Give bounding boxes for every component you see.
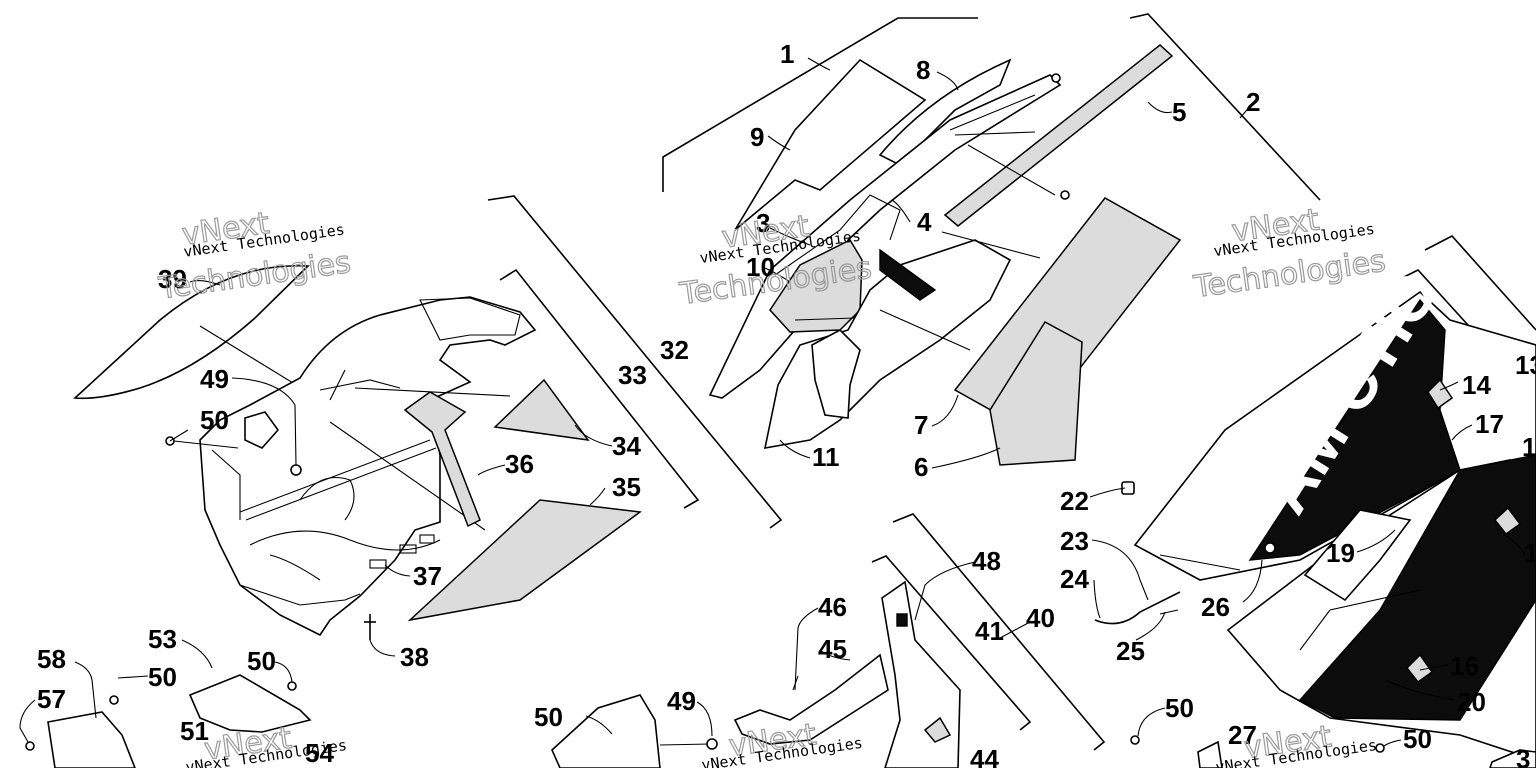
foam-block-6 — [989, 321, 1083, 466]
label-14: 14 — [1462, 370, 1491, 400]
label-3: 3 — [756, 208, 770, 238]
label-6: 6 — [914, 452, 928, 482]
label-39: 39 — [158, 264, 187, 294]
headlight-10 — [769, 239, 863, 333]
label-7: 7 — [914, 410, 928, 440]
label-2: 2 — [1246, 87, 1260, 117]
watermark-right: vNext vNext Technologies Technologies — [1190, 202, 1388, 306]
label-50-b: 50 — [148, 662, 177, 692]
label-49: 49 — [200, 364, 229, 394]
label-4: 4 — [917, 207, 932, 237]
label-54: 54 — [305, 738, 334, 768]
console-housing-37 — [199, 296, 537, 637]
label-27: 27 — [1228, 720, 1257, 750]
label-50-c: 50 — [247, 646, 276, 676]
label-8: 8 — [916, 55, 930, 85]
side-panel-13: AM CTIC — [1133, 261, 1536, 581]
side-panel-20 — [1226, 454, 1536, 761]
label-13: 13 — [1515, 350, 1536, 380]
clip-14 — [1427, 378, 1454, 410]
label-33: 33 — [618, 360, 647, 390]
label-5: 5 — [1172, 97, 1186, 127]
label-50-e: 50 — [1165, 693, 1194, 723]
watermark-left: vNext vNext Technologies Technologies — [155, 205, 353, 307]
label-49-bottom: 49 — [667, 686, 696, 716]
label-38: 38 — [400, 642, 429, 672]
label-1: 1 — [780, 39, 794, 69]
label-20: 20 — [1457, 687, 1486, 717]
label-40: 40 — [1026, 603, 1055, 633]
label-32: 32 — [660, 335, 689, 365]
label-51: 51 — [180, 716, 209, 746]
label-48: 48 — [972, 546, 1001, 576]
hood-decal-8 — [878, 58, 1012, 166]
label-16: 16 — [1450, 651, 1479, 681]
cable-23-24-25 — [1094, 542, 1276, 625]
label-58: 58 — [37, 644, 66, 674]
decal-19 — [1303, 509, 1412, 602]
fasteners-bottom-right — [1130, 735, 1536, 768]
pin-38 — [364, 614, 376, 640]
bracket-53 — [188, 674, 312, 733]
group-brackets — [487, 13, 1536, 751]
label-10: 10 — [746, 252, 775, 282]
label-53: 53 — [148, 624, 177, 654]
foam-pad-35 — [407, 499, 642, 622]
label-34: 34 — [612, 431, 641, 461]
label-36: 36 — [505, 449, 534, 479]
label-46: 46 — [818, 592, 847, 622]
foam-pad-34 — [493, 378, 590, 441]
label-41: 41 — [975, 616, 1004, 646]
label-50-f: 50 — [1403, 724, 1432, 754]
label-24: 24 — [1060, 564, 1089, 594]
label-35: 35 — [612, 472, 641, 502]
label-57: 57 — [37, 684, 66, 714]
label-19: 19 — [1326, 538, 1355, 568]
windshield-39 — [73, 264, 310, 400]
label-25: 25 — [1116, 636, 1145, 666]
label-22: 22 — [1060, 486, 1089, 516]
clip-right — [1493, 506, 1522, 536]
panel-44 — [881, 580, 961, 768]
clip-16 — [1405, 653, 1434, 684]
leader-lines — [19, 57, 1526, 747]
hood-vent-4 — [869, 194, 1041, 351]
hood-decal-9 — [734, 58, 927, 231]
panel-58 — [25, 695, 136, 768]
label-37: 37 — [413, 561, 442, 591]
label-50-d: 50 — [534, 702, 563, 732]
label-1-right-b: 1 — [1524, 538, 1536, 568]
label-50: 50 — [200, 405, 229, 435]
label-3-bottom-right: 3 — [1516, 744, 1530, 768]
label-44: 44 — [970, 744, 999, 768]
label-11: 11 — [812, 442, 840, 472]
panel-49-bottom — [551, 694, 718, 768]
label-9: 9 — [750, 122, 764, 152]
label-23: 23 — [1060, 526, 1089, 556]
bracket-49 — [244, 411, 302, 476]
part-labels: 1 2 3 4 5 6 7 8 9 10 11 13 14 16 17 19 2… — [37, 39, 1536, 768]
foam-strip-5 — [943, 44, 1174, 227]
label-45: 45 — [818, 634, 847, 664]
label-26: 26 — [1201, 592, 1230, 622]
hood-lower-11 — [763, 239, 1012, 449]
label-17: 17 — [1475, 409, 1504, 439]
label-1-right: 1 — [1522, 432, 1536, 462]
brace-36 — [403, 391, 481, 528]
